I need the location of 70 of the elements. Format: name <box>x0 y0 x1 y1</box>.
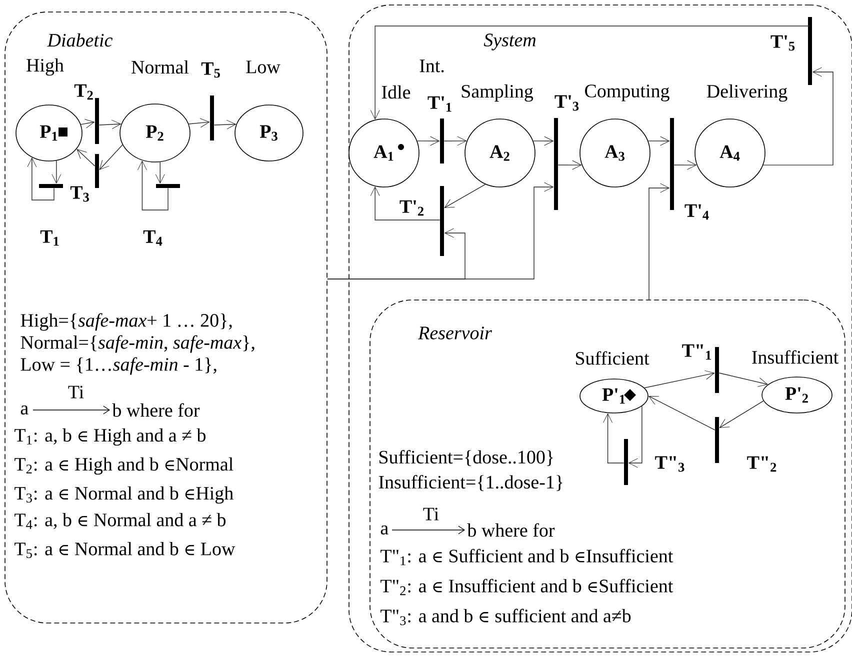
arc-arrow <box>762 67 834 166</box>
arc-arrow <box>603 413 624 464</box>
transition-rule: T$_{3}$: a ∈ Normal and b ∈High <box>14 486 234 504</box>
arc-arrow <box>558 160 582 170</box>
transition-label: T$_{4}$ <box>143 230 162 246</box>
arc-arrow <box>80 118 94 128</box>
place-label: Normal <box>132 60 189 74</box>
arc-arrow <box>644 370 714 388</box>
place-label: Low <box>246 60 280 74</box>
set-definition: Normal={safe-min, safe-max}, <box>20 335 254 353</box>
transition-label: T'$_{1}$ <box>428 96 452 112</box>
transition-label: T$_{2}$ <box>74 84 93 100</box>
set-definition: Low = {1…safe-min - 1}, <box>20 357 216 375</box>
arc-arrow <box>648 183 670 300</box>
relation-term: a <box>380 525 388 535</box>
arc-arrow <box>52 160 62 184</box>
arc-arrow <box>444 184 486 208</box>
arc-arrow <box>532 136 554 146</box>
transition-rule: T"$_{2}$: a ∈ Insufficient and b ∈Sufficient <box>380 578 674 596</box>
arc-arrow <box>27 158 54 200</box>
arc-arrow <box>214 120 236 130</box>
transition-label: T"$_{1}$ <box>682 344 711 360</box>
arc-arrow <box>76 149 96 166</box>
place-label: Computing <box>585 84 670 102</box>
transition-label: T$_{1}$ <box>40 230 59 246</box>
place-label: Delivering <box>706 84 788 102</box>
transition-label: T'$_{4}$ <box>684 204 709 220</box>
transition-rule: T$_{5}$: a ∈ Normal and b ∈ Low <box>14 542 236 558</box>
transition-label: T$_{5}$ <box>201 62 220 78</box>
arc-arrow <box>416 136 440 146</box>
transition-label: T'$_{2}$ <box>400 200 424 216</box>
set-definition: Sufficient={dose..100} <box>379 450 553 466</box>
place-label: Sampling <box>462 84 534 102</box>
arc-arrow <box>327 182 554 280</box>
arrow-label: Ti <box>423 508 439 520</box>
relation-term: a <box>20 405 28 415</box>
place-label: Sufficient <box>576 351 650 365</box>
arc-arrow <box>628 406 642 468</box>
arc-arrow <box>648 396 716 430</box>
relation-text: b where for <box>467 523 555 537</box>
arc-arrow <box>719 400 764 428</box>
place-label: Int. <box>420 60 444 72</box>
set-definition: High={safe-max+ 1 … 20}, <box>20 313 232 331</box>
transition-rule: T$_{1}$: a, b ∈ High and a ≠ b <box>14 428 206 446</box>
arc-arrow <box>718 372 768 387</box>
transition-label: T'$_{5}$ <box>770 35 795 51</box>
transition-rule: T$_{4}$: a, b ∈ Normal and a ≠ b <box>14 512 226 530</box>
arc-arrow <box>98 120 121 130</box>
transition-rule: T$_{2}$: a ∈ High and b ∈Normal <box>14 457 234 475</box>
arc-arrow <box>674 160 697 170</box>
transition-label: T$_{3}$ <box>70 186 89 202</box>
arc-arrow <box>99 144 123 170</box>
arc-arrow <box>155 162 165 184</box>
arc-arrow <box>370 186 440 220</box>
transition-rule: T"$_{3}$: a and b ∈ sufficient and a≠b <box>380 608 631 626</box>
arc-arrow <box>444 136 467 146</box>
transition-label: T"$_{3}$ <box>655 456 684 472</box>
relation-text: b where for <box>112 403 200 417</box>
transition-rule: T"$_{1}$: a ∈ Sufficient and b ∈Insufficient <box>380 548 674 566</box>
transition-label: T'$_{3}$ <box>554 95 579 111</box>
arc-arrow <box>137 160 168 210</box>
arc-arrow <box>370 26 810 120</box>
place-label: Idle <box>382 85 410 99</box>
place-label: Insufficient <box>752 350 838 364</box>
arc-arrow <box>188 118 210 128</box>
transition-label: T"$_{2}$ <box>747 456 776 472</box>
arc-arrow <box>648 136 670 146</box>
set-definition: Insufficient={1..dose-1} <box>378 475 562 491</box>
place-label: High <box>26 58 64 76</box>
arrow-label: Ti <box>68 386 84 398</box>
